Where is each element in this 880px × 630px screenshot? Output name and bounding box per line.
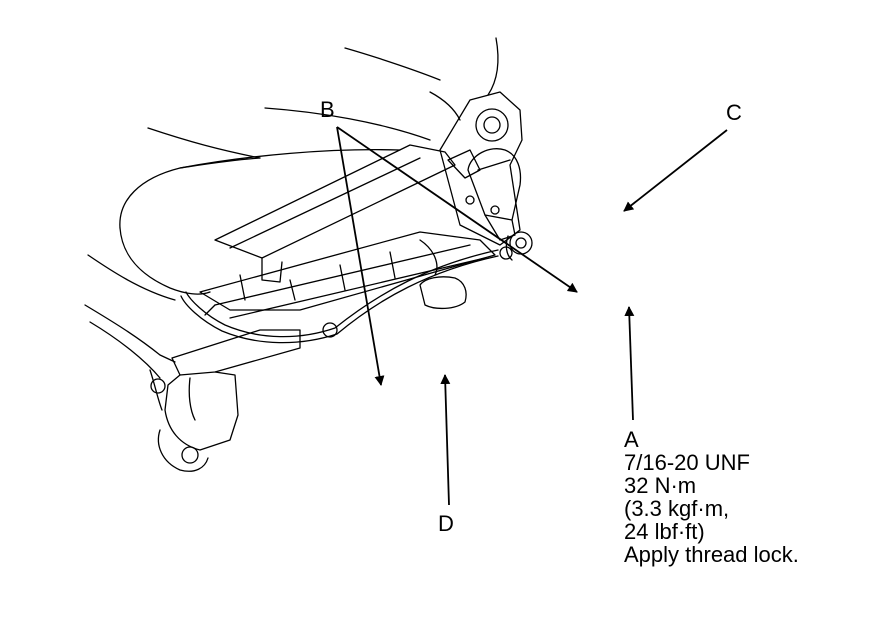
arrow-c [623, 129, 728, 212]
callout-label-a: A [624, 427, 639, 452]
cushion-panel [214, 144, 456, 283]
callout-label-c: C [726, 100, 742, 125]
callout-label-d: D [438, 511, 454, 536]
lower-trim-lines [84, 254, 176, 411]
front-rail-foot [157, 329, 301, 472]
torque-lbfft: 24 lbf·ft) [624, 519, 705, 544]
seat-frame [199, 231, 496, 319]
callout-label-b: B [320, 97, 335, 122]
torque-kgfm: (3.3 kgf·m, [624, 496, 730, 521]
cable-harness [180, 249, 499, 344]
callout-a-spec: A 7/16-20 UNF 32 N·m (3.3 kgf·m, 24 lbf·… [624, 428, 799, 566]
arrow-a [624, 306, 635, 421]
anchor-bolt [499, 231, 533, 261]
arrow-d [440, 374, 451, 506]
thread-spec: 7/16-20 UNF [624, 450, 750, 475]
seat-back-outline [147, 37, 499, 159]
arrow-b-left [336, 126, 385, 386]
rear-mount [419, 276, 467, 310]
arrow-b-right [336, 126, 578, 293]
thread-lock-note: Apply thread lock. [624, 542, 799, 567]
torque-nm: 32 N·m [624, 473, 697, 498]
callout-arrows [336, 126, 728, 506]
seat-cushion [119, 149, 401, 295]
